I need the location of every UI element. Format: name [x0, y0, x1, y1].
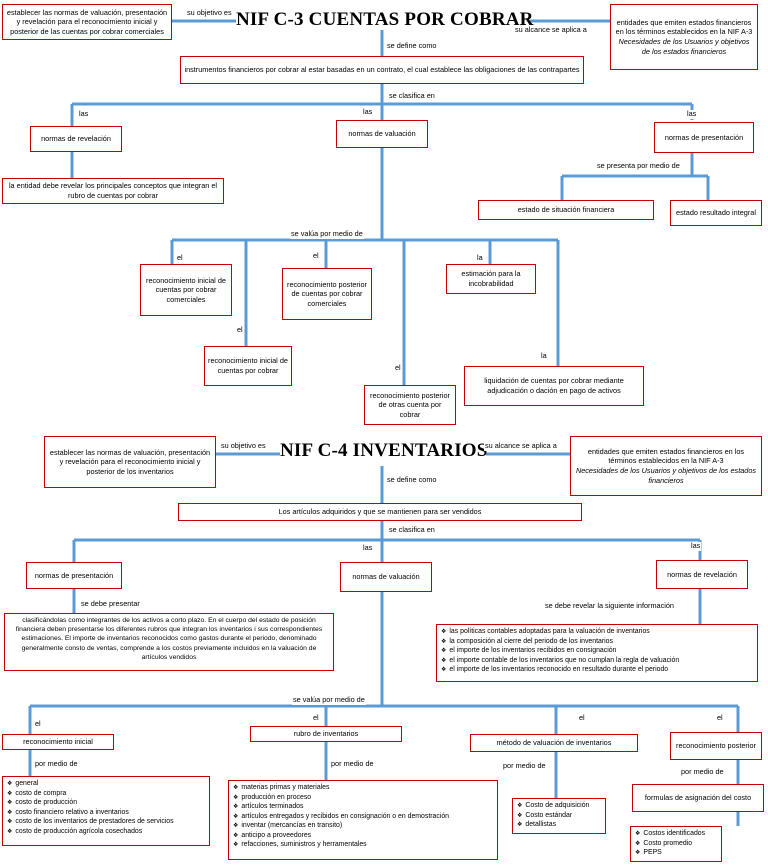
c4-por-medio-1: por medio de [34, 759, 79, 769]
c3-las-2: las [362, 107, 374, 117]
c3-alcance-label: su alcance se aplica a [514, 25, 588, 35]
c3-el-1: el [176, 253, 184, 263]
c4-revelar-list: las políticas contables adoptadas para l… [436, 624, 758, 682]
c4-clasifica-label: se clasifica en [388, 525, 436, 535]
list-item: costo de producción [7, 798, 205, 808]
c4-objetivo-label: su objetivo es [220, 441, 267, 451]
c4-por-medio-4: por medio de [680, 767, 725, 777]
c4-metodo: método de valuación de inventarios [470, 734, 638, 752]
c4-rec-inicial: reconocimiento inicial [2, 734, 114, 750]
c3-alcance-italic: Necesidades de los Usuarios y objetivos … [618, 37, 750, 56]
list-item: PEPS [635, 848, 717, 858]
list-item: el importe de los inventarios reconocido… [441, 665, 753, 675]
c4-alcance-box: entidades que emiten estados financieros… [570, 436, 762, 496]
c4-el-2: el [312, 713, 320, 723]
c4-rec-inicial-list: general costo de compra costo de producc… [2, 776, 210, 846]
list-item: inventar (mercancías en transito) [233, 821, 493, 831]
c4-el-3: el [578, 713, 586, 723]
c3-estado-situacion: estado de situación financiera [478, 200, 654, 220]
c4-rubro: rubro de inventarios [250, 726, 402, 742]
list-item: refacciones, suministros y herramentales [233, 840, 493, 850]
c3-revelacion-detalle: la entidad debe revelar los principales … [2, 178, 224, 204]
list-item: costo de los inventarios de prestadores … [7, 817, 205, 827]
c4-debe-revelar-label: se debe revelar la siguiente información [544, 601, 675, 611]
c4-las-2: las [690, 541, 702, 551]
c4-el-4: el [716, 713, 724, 723]
c4-valuacion-box: normas de valuación [340, 562, 432, 592]
c4-objetivo-box: establecer las normas de valuación, pres… [44, 436, 216, 488]
c4-define-label: se define como [386, 475, 438, 485]
list-item: Costo de adquisición [517, 801, 601, 811]
c3-valua-label: se valúa por medio de [290, 229, 364, 239]
c3-estimacion: estimación para la incobrabilidad [446, 264, 536, 294]
c4-el-1: el [34, 719, 42, 729]
list-item: materias primas y materiales [233, 783, 493, 793]
c3-alcance-text: entidades que emiten estados financieros… [615, 17, 753, 37]
c3-las-3: las [686, 109, 698, 119]
c3-las-1: las [78, 109, 90, 119]
c3-rec-posterior-comerciales: reconocimiento posterior de cuentas por … [282, 268, 372, 320]
c4-definicion-box: Los artículos adquiridos y que se mantie… [178, 503, 582, 521]
list-item: general [7, 779, 205, 789]
c3-presenta-label: se presenta por medio de [596, 161, 681, 171]
c3-define-label: se define como [386, 41, 438, 51]
list-item: producción en proceso [233, 793, 493, 803]
c3-rec-inicial-comerciales: reconocimiento inicial de cuentas por co… [140, 264, 232, 316]
c4-formulas-list: Costos identificados Costo promedio PEPS [630, 826, 722, 862]
list-item: el importe contable de los inventarios q… [441, 656, 753, 666]
c4-valua-label: se valúa por medio de [292, 695, 366, 705]
c4-revelacion-box: normas de revelación [656, 560, 748, 589]
list-item: costo de producción agrícola cosechados [7, 827, 205, 837]
c3-title: NIF C-3 CUENTAS POR COBRAR [236, 9, 534, 30]
list-item: costo financiero relativo a inventarios [7, 808, 205, 818]
list-item: artículos terminados [233, 802, 493, 812]
c3-la-2: la [540, 351, 548, 361]
c3-objetivo-label: su objetivo es [186, 8, 233, 18]
list-item: Costo estándar [517, 811, 601, 821]
list-item: artículos entregados y recibidos en cons… [233, 812, 493, 822]
list-item: las políticas contables adoptadas para l… [441, 627, 753, 637]
c3-alcance-box: entidades que emiten estados financieros… [610, 4, 758, 70]
list-item: anticipo a proveedores [233, 831, 493, 841]
c4-por-medio-2: por medio de [330, 759, 375, 769]
c3-presentacion-box: normas de presentación [654, 122, 754, 153]
c3-rec-posterior-otras: reconocimiento posterior de otras cuenta… [364, 385, 456, 425]
c3-valuacion-box: normas de valuación [336, 120, 428, 148]
c4-debe-presentar-label: se debe presentar [80, 599, 141, 609]
c3-el-3: el [312, 251, 320, 261]
c3-el-4: el [394, 363, 402, 373]
c3-definicion-box: instrumentos financieros por cobrar al e… [180, 56, 584, 84]
c3-revelacion-box: normas de revelación [30, 126, 122, 152]
c4-metodo-list: Costo de adquisición Costo estándar deta… [512, 798, 606, 834]
c4-alcance-label: su alcance se aplica a [484, 441, 558, 451]
c4-title: NIF C-4 INVENTARIOS [280, 440, 488, 461]
c4-formulas: formulas de asignación del costo [632, 784, 764, 812]
c3-rec-inicial-cxc: reconocimiento inicial de cuentas por co… [204, 346, 292, 386]
c4-por-medio-3: por medio de [502, 761, 547, 771]
c4-rubro-list: materias primas y materiales producción … [228, 780, 498, 860]
c4-las-1: las [362, 543, 374, 553]
list-item: detallistas [517, 820, 601, 830]
c3-liquidacion: liquidación de cuentas por cobrar median… [464, 366, 644, 406]
c3-la-1: la [476, 253, 484, 263]
list-item: costo de compra [7, 789, 205, 799]
c4-rec-posterior: reconocimiento posterior [670, 732, 762, 760]
c3-clasifica-label: se clasifica en [388, 91, 436, 101]
c4-alcance-italic: Necesidades de los Usuarios y objetivos … [575, 466, 757, 485]
list-item: la composición al cierre del periodo de … [441, 637, 753, 647]
list-item: Costo promedio [635, 839, 717, 849]
c3-estado-resultado: estado resultado integral [670, 200, 762, 226]
c4-presentar-detalle: clasificándolas como integrantes de los … [4, 613, 334, 671]
c3-el-2: el [236, 325, 244, 335]
c3-objetivo-box: establecer las normas de valuación, pres… [2, 4, 172, 40]
list-item: el importe de los inventarios recibidos … [441, 646, 753, 656]
c4-alcance-text: entidades que emiten estados financieros… [587, 446, 745, 466]
list-item: Costos identificados [635, 829, 717, 839]
c4-presentacion-box: normas de presentación [26, 562, 122, 589]
